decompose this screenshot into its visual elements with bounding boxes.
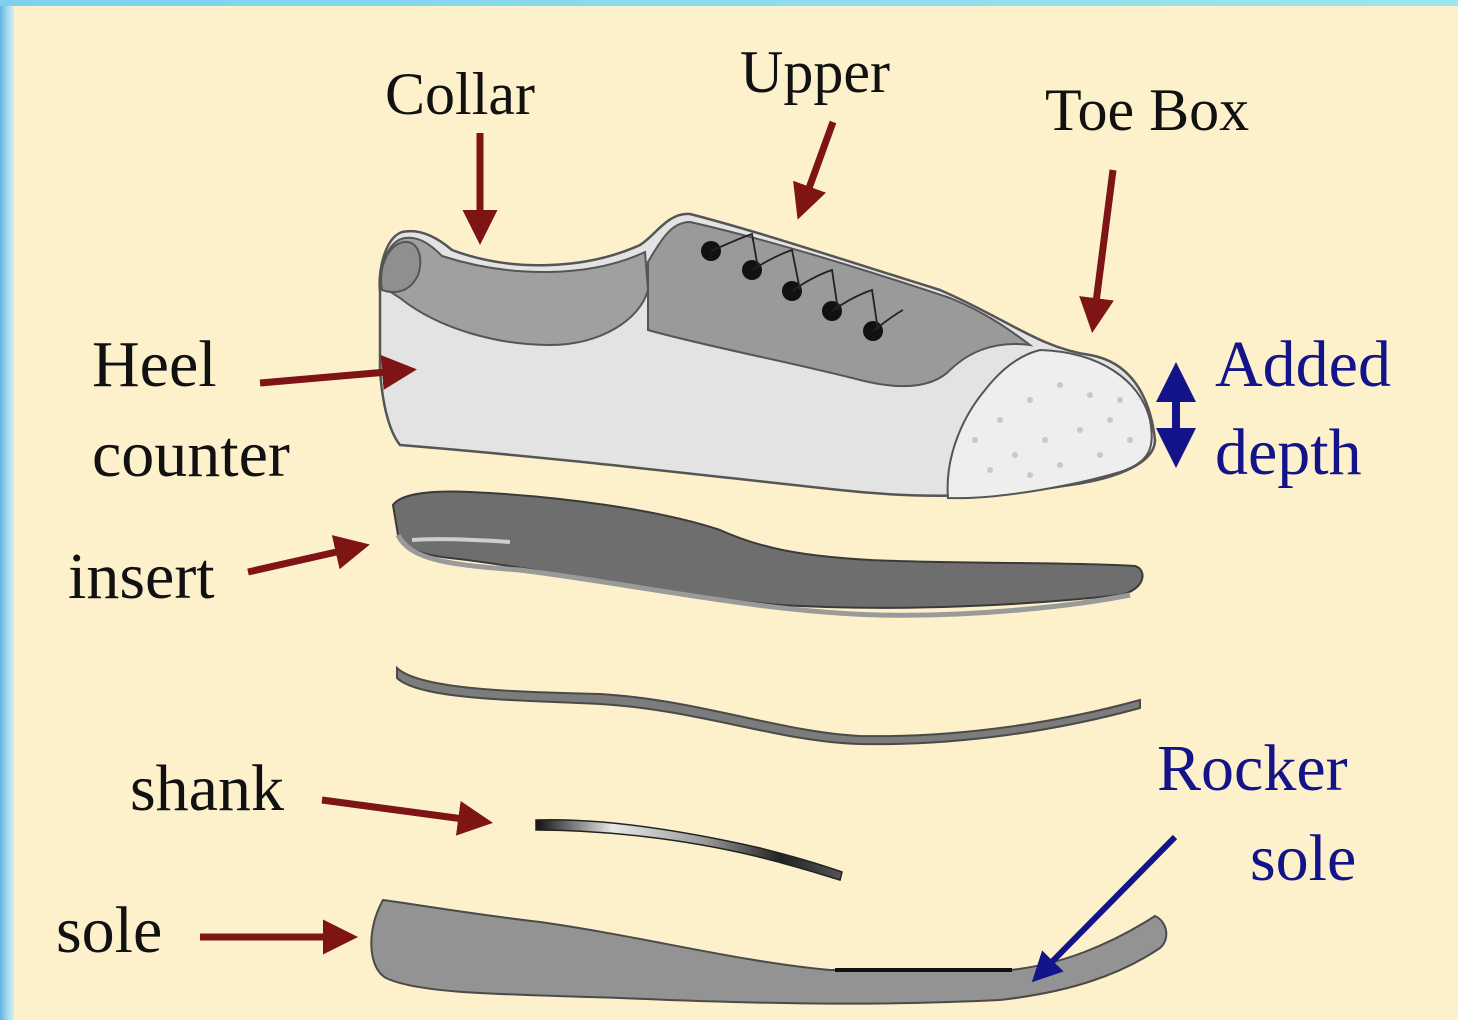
upper-arrow <box>800 122 833 213</box>
shank-label: shank <box>130 756 284 822</box>
insert-shape <box>393 492 1143 608</box>
upper-label: Upper <box>740 42 890 102</box>
heel-label: Heel <box>92 332 217 398</box>
toe-box-label: Toe Box <box>1045 80 1249 140</box>
depth-label: depth <box>1215 420 1362 486</box>
shoe-upper <box>380 214 1155 498</box>
shank-shape <box>536 820 842 880</box>
midsole-shape <box>397 668 1140 744</box>
sole-shape <box>371 900 1166 1004</box>
toe-box-arrow <box>1093 170 1113 326</box>
collar-label: Collar <box>385 64 535 124</box>
added-label: Added <box>1215 332 1391 398</box>
counter-label: counter <box>92 422 290 488</box>
rocker-label: Rocker <box>1157 736 1348 802</box>
insert-arrow <box>248 546 363 572</box>
insert-label: insert <box>68 544 215 610</box>
shank-arrow <box>322 800 486 822</box>
sole-label: sole <box>56 898 162 964</box>
rocker-sole-label: sole <box>1250 826 1356 892</box>
